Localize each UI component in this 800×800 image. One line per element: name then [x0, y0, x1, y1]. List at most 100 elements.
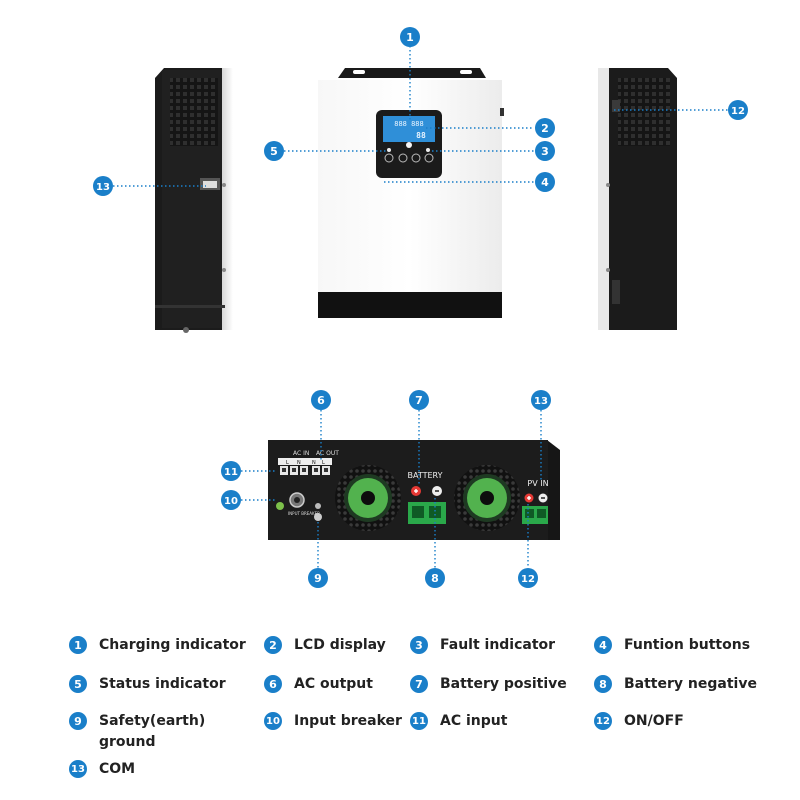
legend-label: Safety(earth) ground [99, 713, 206, 750]
svg-text:8: 8 [431, 572, 439, 585]
legend-item-12: 12 ON/OFF [594, 712, 684, 732]
function-button[interactable] [384, 153, 394, 163]
callout-7: 7 [409, 390, 429, 410]
svg-text:5: 5 [270, 145, 278, 158]
legend-label: Input breaker [294, 713, 402, 729]
legend-number: 7 [410, 675, 428, 693]
cooling-fan-right [454, 465, 520, 531]
svg-text:10: 10 [224, 496, 238, 507]
callout-1: 1 [400, 27, 420, 47]
lcd-text-bottom: 88 [416, 131, 426, 140]
function-button[interactable] [424, 153, 434, 163]
svg-text:9: 9 [314, 572, 322, 585]
svg-text:1: 1 [406, 31, 414, 44]
ground-symbol-icon [276, 502, 284, 510]
legend-number: 9 [69, 712, 87, 730]
legend-label: LCD display [294, 637, 386, 653]
legend-item-2: 2 LCD display [264, 636, 386, 656]
svg-text:11: 11 [224, 467, 238, 478]
function-button[interactable] [398, 153, 408, 163]
legend-label: AC input [440, 713, 508, 729]
legend-label: Battery positive [440, 676, 567, 692]
legend-label: Funtion buttons [624, 637, 751, 653]
ac-out-label: AC OUT [316, 450, 339, 457]
svg-text:12: 12 [731, 106, 745, 117]
legend-number: 3 [410, 636, 428, 654]
svg-text:6: 6 [317, 394, 325, 407]
legend-number: 13 [69, 760, 87, 778]
lcd-text-top: 888 888 [394, 120, 424, 128]
legend-number: 10 [264, 712, 282, 730]
function-button[interactable] [411, 153, 421, 163]
fault-indicator [426, 148, 430, 152]
ac-in-terminal-l: L [286, 460, 289, 466]
pv-in-label: PV IN [527, 479, 548, 488]
legend-number: 11 [410, 712, 428, 730]
legend-label: Charging indicator [99, 637, 246, 653]
legend-label: AC output [294, 676, 373, 692]
legend-item-5: 5 Status indicator [69, 675, 226, 695]
legend-item-11: 11 AC input [410, 712, 507, 732]
legend-label: Fault indicator [440, 637, 556, 653]
legend-number: 8 [594, 675, 612, 693]
callout-8: 8 [425, 568, 445, 588]
svg-text:4: 4 [541, 176, 549, 189]
legend-number: 2 [264, 636, 282, 654]
legend-label: Status indicator [99, 676, 226, 692]
earth-ground-screw [314, 513, 322, 521]
rear-view: AC IN AC OUT L N N L INPUT BREAKER BATTE… [268, 440, 560, 540]
ac-in-label: AC IN [293, 450, 309, 457]
svg-text:2: 2 [541, 122, 549, 135]
cooling-fan-left [335, 465, 401, 531]
callout-3: 3 [535, 141, 555, 161]
legend-item-3: 3 Fault indicator [410, 636, 555, 656]
input-breaker-label: INPUT BREAKER [288, 511, 320, 516]
callout-13-rear: 13 [531, 390, 551, 410]
svg-text:13: 13 [534, 396, 548, 407]
ac-in-terminal-n: N [297, 460, 301, 466]
callout-13-side: 13 [93, 176, 113, 196]
legend-item-1: 1 Charging indicator [69, 636, 246, 656]
legend-label: COM [99, 761, 136, 777]
ac-terminal-block [280, 466, 330, 475]
front-view: 888 888 88 [318, 68, 504, 318]
legend-label: ON/OFF [624, 713, 684, 729]
ac-out-terminal-n: N [312, 460, 316, 466]
legend-item-7: 7 Battery positive [410, 675, 567, 695]
legend-item-6: 6 AC output [264, 675, 373, 695]
legend-number: 5 [69, 675, 87, 693]
charging-indicator [406, 142, 412, 148]
left-side-view [155, 68, 233, 333]
battery-label: BATTERY [408, 471, 443, 480]
leader-lines [113, 46, 728, 568]
legend-item-9: 9 Safety(earth) ground [69, 712, 219, 753]
callout-5: 5 [264, 141, 284, 161]
callout-6: 6 [311, 390, 331, 410]
callouts: 1 2 3 4 5 12 13 6 7 13 11 10 9 8 12 [93, 27, 748, 588]
callout-2: 2 [535, 118, 555, 138]
mounting-bracket [338, 68, 486, 78]
status-indicator [387, 148, 391, 152]
svg-text:7: 7 [415, 394, 423, 407]
legend-item-8: 8 Battery negative [594, 675, 757, 695]
legend-item-13: 13 COM [69, 760, 135, 780]
legend-label: Battery negative [624, 676, 757, 692]
callout-9: 9 [308, 568, 328, 588]
ac-out-terminal-l: L [322, 460, 325, 466]
svg-text:3: 3 [541, 145, 549, 158]
legend-number: 6 [264, 675, 282, 693]
right-side-view [598, 68, 677, 330]
callout-4: 4 [535, 172, 555, 192]
callout-10: 10 [221, 490, 241, 510]
on-off-switch[interactable] [612, 100, 620, 112]
legend-number: 4 [594, 636, 612, 654]
svg-text:12: 12 [521, 574, 535, 585]
lcd-display [383, 116, 435, 142]
legend-item-4: 4 Funtion buttons [594, 636, 750, 656]
callout-12-rear: 12 [518, 568, 538, 588]
legend-number: 12 [594, 712, 612, 730]
svg-text:13: 13 [96, 182, 110, 193]
legend-number: 1 [69, 636, 87, 654]
legend-item-10: 10 Input breaker [264, 712, 402, 732]
